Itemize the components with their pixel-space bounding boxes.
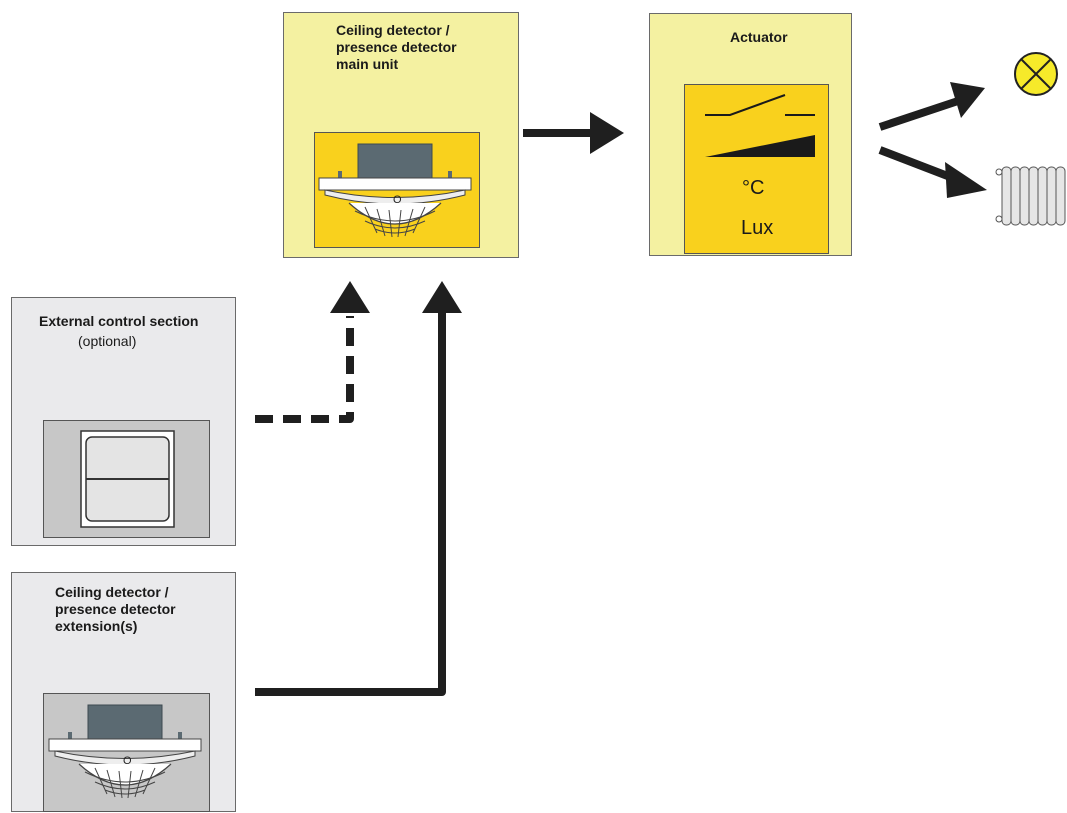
external-control-title: External control section (39, 313, 199, 329)
actuator-panel: °C Lux (684, 84, 829, 254)
arrow-actuator-to-radiator (878, 146, 960, 184)
svg-text:Q: Q (123, 755, 132, 767)
external-control-device-panel (43, 420, 210, 538)
svg-text:Q: Q (393, 194, 402, 206)
dimmer-ramp-icon (705, 135, 815, 157)
external-control-optional-note: (optional) (78, 333, 137, 349)
push-button-icon (80, 430, 175, 528)
arrow-main-to-actuator-head (590, 112, 624, 154)
extension-title: Ceiling detector / presence detector ext… (55, 584, 176, 634)
main-unit-title: Ceiling detector / presence detector mai… (336, 22, 457, 72)
arrow-actuator-to-lamp (878, 97, 960, 131)
arrow-extension-to-main-head (422, 281, 462, 313)
main-unit-device-panel: Q (314, 132, 480, 248)
presence-detector-icon: Q (318, 143, 472, 238)
external-control-box: External control section (optional) (11, 297, 236, 546)
arrow-actuator-to-radiator-head (945, 162, 987, 198)
arrow-extension-to-main (255, 313, 446, 696)
switch-contact-icon (705, 94, 815, 116)
actuator-title: Actuator (730, 29, 788, 45)
unit-temperature: °C (742, 177, 765, 199)
arrow-external-to-main (255, 316, 354, 423)
extension-device-panel: Q (43, 693, 210, 812)
arrow-external-to-main-head (330, 281, 370, 313)
extension-box: Ceiling detector / presence detector ext… (11, 572, 236, 812)
actuator-box: Actuator °C Lux (649, 13, 852, 256)
presence-detector-icon: Q (48, 704, 202, 799)
unit-lux: Lux (741, 217, 774, 239)
main-unit-box: Ceiling detector / presence detector mai… (283, 12, 519, 258)
arrow-actuator-to-lamp-head (950, 82, 985, 118)
